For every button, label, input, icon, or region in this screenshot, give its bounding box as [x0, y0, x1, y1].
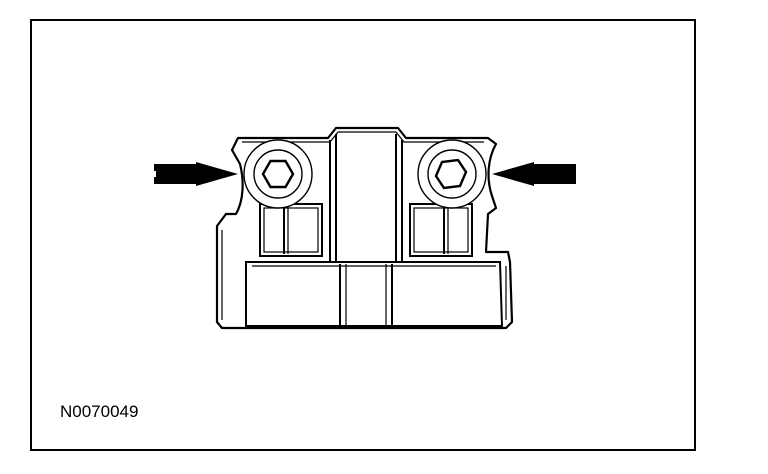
figure-id-label: N0070049 — [60, 402, 139, 421]
arrow-right-icon — [154, 162, 238, 186]
left-hex-bolt-icon — [261, 159, 295, 189]
right-bolt-shank — [409, 203, 473, 257]
right-bolt — [417, 139, 487, 209]
arrow-left-icon — [492, 162, 576, 186]
bracket-inner-outline — [221, 131, 507, 320]
base-block — [245, 261, 504, 327]
center-rib — [329, 134, 403, 262]
right-hex-bolt-icon — [434, 158, 468, 190]
left-bolt-shank — [259, 203, 323, 257]
left-bolt — [243, 139, 313, 209]
